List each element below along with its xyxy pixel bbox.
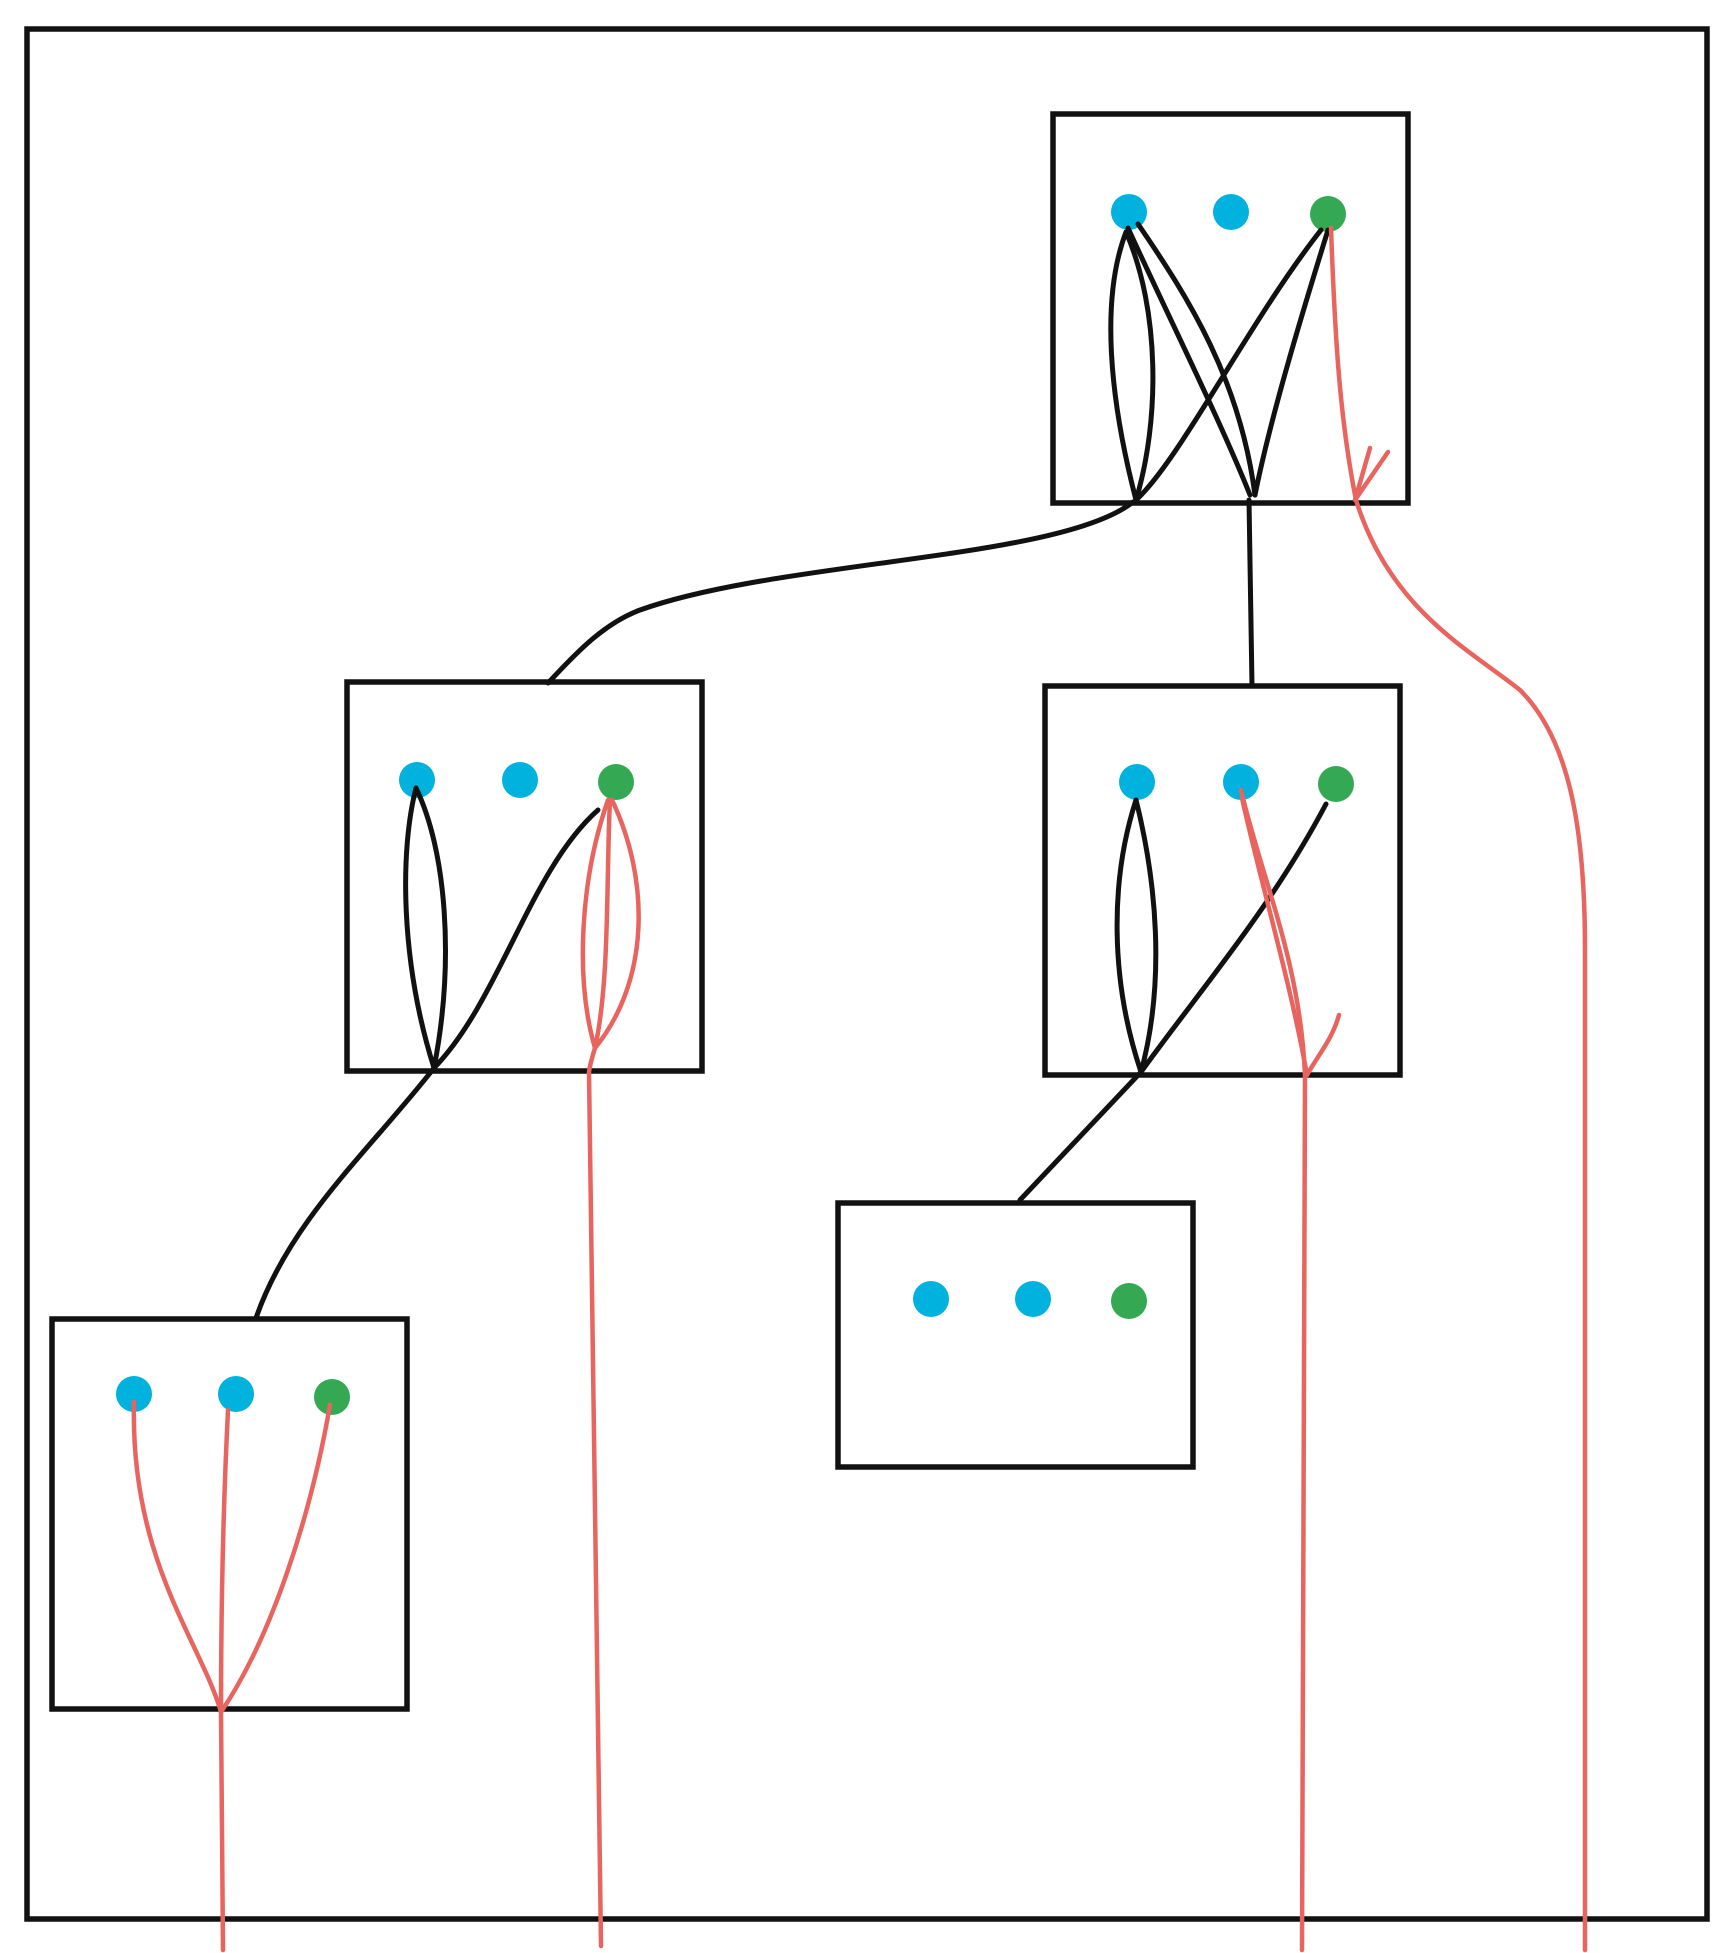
wire-black	[1017, 1069, 1144, 1203]
box-outline	[1050, 111, 1411, 506]
wire-red	[1238, 787, 1308, 1953]
wire-black	[253, 1065, 437, 1321]
wire-black	[1138, 801, 1329, 1075]
wire-red	[580, 797, 611, 1051]
terminal-blue	[1213, 194, 1249, 230]
terminal-blue	[1119, 764, 1155, 800]
terminal-green	[1310, 196, 1346, 232]
terminal-blue	[913, 1281, 949, 1317]
wire-black	[403, 785, 437, 1071]
terminal-green	[1318, 766, 1354, 802]
wire-black	[1114, 797, 1144, 1075]
terminal-blue	[1111, 194, 1147, 230]
terminal-green	[314, 1379, 350, 1415]
wire-red	[592, 797, 613, 1051]
box-outline	[835, 1200, 1196, 1470]
terminal-green	[1111, 1283, 1147, 1319]
terminal-blue	[399, 762, 435, 798]
wire-black	[1133, 227, 1324, 503]
wire-red	[586, 1045, 604, 1949]
terminal-green	[598, 764, 634, 800]
box-middle-left	[344, 679, 705, 1949]
terminal-blue	[218, 1376, 254, 1412]
wire-black	[1252, 227, 1331, 498]
box-outline	[49, 1316, 410, 1712]
wire-black	[1246, 497, 1255, 689]
box-bottom-left	[49, 1316, 410, 1953]
wire-red	[218, 1402, 333, 1715]
wire-red	[1328, 225, 1588, 1953]
box-outline	[344, 679, 705, 1074]
wire-black	[1123, 229, 1156, 503]
arrowhead	[1304, 1012, 1342, 1078]
wire-red	[1239, 795, 1310, 1078]
wire-black	[413, 785, 448, 1071]
outer-frame	[24, 26, 1710, 1922]
wire-black	[545, 499, 1136, 686]
box-top-right	[1050, 111, 1588, 1953]
box-outline	[1042, 683, 1403, 1078]
wire-black	[431, 807, 601, 1071]
box-middle-right	[1042, 683, 1403, 1953]
terminal-blue	[116, 1376, 152, 1412]
wire-black	[1135, 221, 1258, 498]
wire-red	[131, 1399, 224, 1715]
terminal-blue	[1223, 764, 1259, 800]
terminal-blue	[1015, 1281, 1051, 1317]
wire-black	[1133, 797, 1159, 1075]
wire-black	[1108, 229, 1139, 503]
terminal-blue	[502, 762, 538, 798]
wire-red	[218, 1709, 226, 1953]
box-lower-middle	[835, 1200, 1196, 1470]
arrowhead	[1352, 445, 1391, 503]
wire-black	[1125, 225, 1253, 498]
wire-red	[218, 1407, 231, 1715]
wire-red	[592, 797, 641, 1051]
